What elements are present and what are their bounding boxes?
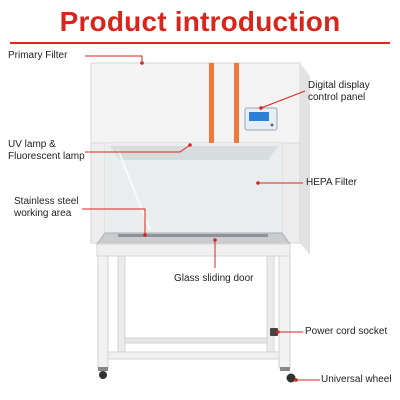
crossbar-back (124, 337, 268, 344)
panel-button (270, 123, 274, 127)
label-stainless: Stainless steel working area (14, 196, 79, 219)
leader-dot-uv (188, 143, 192, 147)
power-socket (270, 328, 278, 336)
label-universal-wheel: Universal wheel (321, 374, 392, 385)
leader-dot-power (276, 330, 280, 334)
cabinet-depth (300, 63, 310, 255)
leader-uv-lamp (85, 144, 191, 153)
leader-dot-hepa (256, 181, 260, 185)
leg-back-right (266, 255, 275, 355)
label-digital-display: Digital display control panel (308, 80, 370, 103)
page-title: Product introduction (59, 6, 341, 37)
wheel-left (98, 367, 108, 379)
leader-dot-stainless (143, 233, 147, 237)
label-glass-door: Glass sliding door (174, 273, 254, 284)
cabinet-left-side (90, 142, 106, 244)
cabinet-top (90, 62, 301, 144)
leg-front-left (97, 255, 109, 369)
leader-primary-filter (85, 55, 143, 63)
leader-dot-display (259, 106, 263, 110)
leader-dot-glass (213, 238, 217, 242)
accent-stripe-left (209, 63, 214, 143)
label-power-cord: Power cord socket (305, 326, 388, 337)
leg-back-left (117, 255, 126, 355)
chamber-back-wall (110, 146, 278, 160)
glass-door-rail (118, 234, 268, 237)
leader-stainless (82, 208, 146, 235)
label-primary-filter: Primary Filter (8, 50, 68, 61)
accent-stripe-right (234, 63, 239, 143)
title-underline (10, 42, 390, 44)
label-hepa-filter: HEPA Filter (306, 177, 357, 188)
crossbar-front (107, 351, 280, 360)
label-uv-lamp: UV lamp & Fluorescent lamp (8, 139, 85, 162)
frame-bar (96, 243, 291, 257)
leader-dot-wheel (294, 378, 298, 382)
wheel-right (280, 367, 296, 383)
cabinet-right-side (281, 142, 301, 244)
leader-digital-display (260, 90, 306, 109)
leader-dot-primary (140, 61, 144, 65)
leg-front-right (278, 255, 291, 369)
display-screen (249, 112, 269, 121)
